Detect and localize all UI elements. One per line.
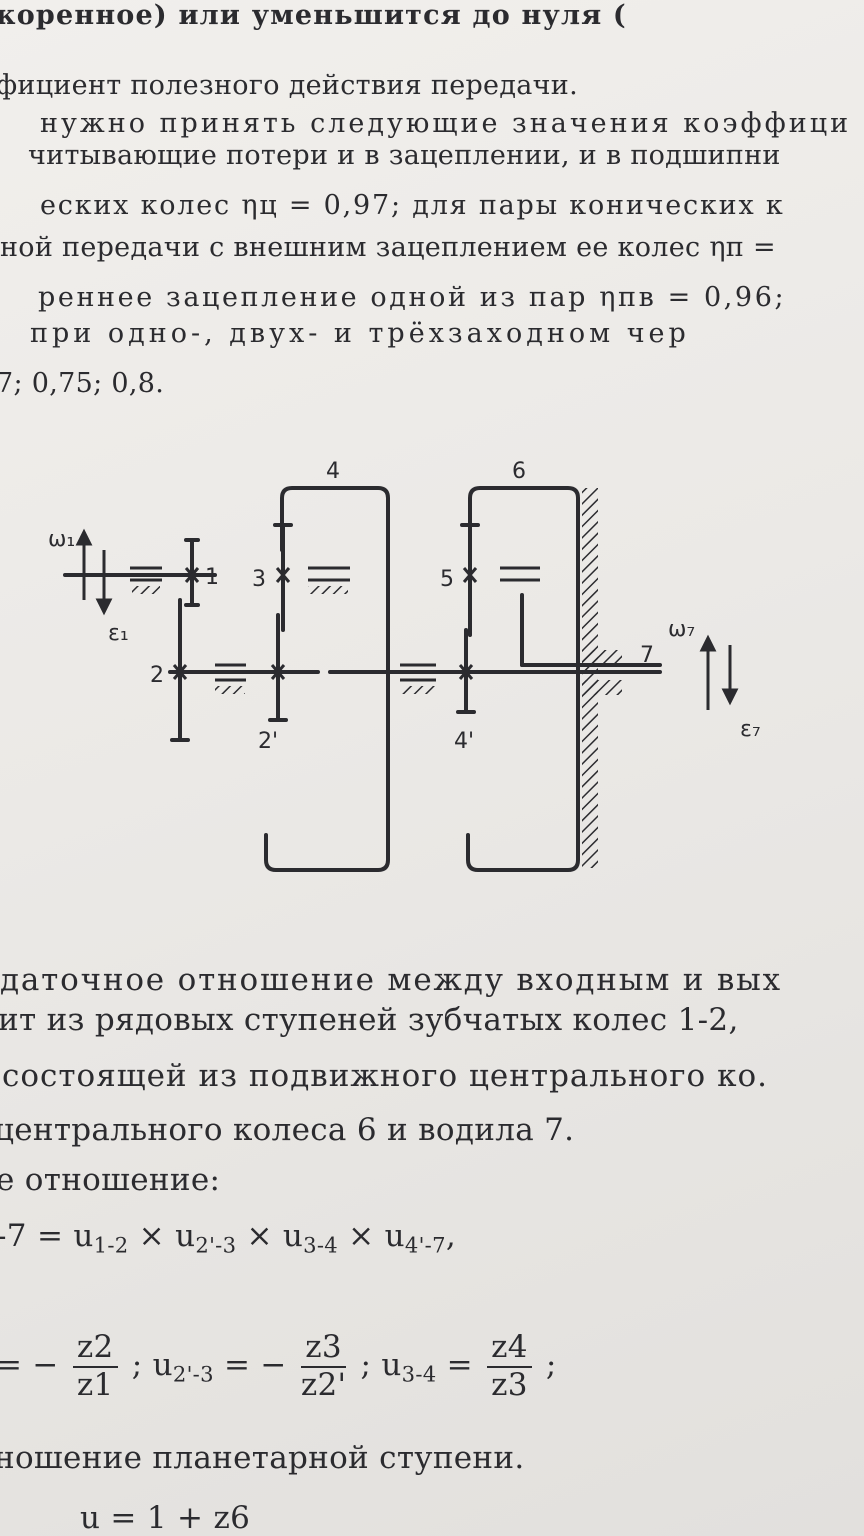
text-line-12: состоящей из подвижного центрального ко. — [2, 1058, 768, 1094]
text-line-1: коренное) или уменьшится до нуля ( — [0, 0, 627, 31]
text-line-6: ной передачи с внешним зацеплением ее ко… — [0, 232, 776, 263]
text-line-7: реннее зацепление одной из пар ηпв = 0,9… — [38, 282, 787, 313]
text-line-9: 7; 0,75; 0,8. — [0, 368, 165, 399]
text-line-5: еских колес ηц = 0,97; для пары коническ… — [40, 190, 785, 221]
label-gear-1: 1 — [205, 565, 219, 590]
label-gear-2-prime: 2' — [258, 729, 278, 754]
label-epsilon-7: ε₇ — [740, 717, 761, 742]
text-line-14: е отношение: — [0, 1162, 221, 1198]
text-line-8: при одно-, двух- и трёхзаходном чер — [30, 318, 690, 349]
text-line-4: читывающие потери и в зацеплении, и в по… — [28, 140, 781, 171]
text-line-3: нужно принять следующие значения коэффиц… — [40, 108, 852, 139]
text-line-13: центрального колеса 6 и водила 7. — [0, 1112, 575, 1148]
text-line-planetary: ношение планетарной ступени. — [0, 1440, 525, 1476]
label-gear-5: 5 — [440, 567, 454, 592]
text-line-2: фициент полезного действия передачи. — [0, 70, 578, 101]
label-gear-4: 4 — [326, 459, 340, 484]
label-omega-7: ω₇ — [668, 617, 695, 642]
ring-gear-6 — [466, 486, 580, 872]
gear-train-diagram: 1 2 2' 3 4 4' 5 6 7 ω₁ ε₁ ω₇ ε₇ — [48, 459, 761, 872]
label-gear-3: 3 — [252, 567, 266, 592]
label-gear-6: 6 — [512, 459, 526, 484]
text-line-10: даточное отношение между входным и вых — [0, 962, 782, 998]
text-line-11: ит из рядовых ступеней зубчатых колес 1-… — [0, 1002, 739, 1038]
label-omega-1: ω₁ — [48, 527, 75, 552]
label-gear-2: 2 — [150, 663, 164, 688]
ring-gear-4 — [264, 486, 390, 872]
formula-total-ratio: -7 = u1-2 × u2'-3 × u3-4 × u4'-7, — [0, 1218, 456, 1258]
formula-planetary-cut: u = 1 + z6 — [80, 1500, 251, 1536]
label-epsilon-1: ε₁ — [108, 621, 129, 646]
label-gear-4-prime: 4' — [454, 729, 474, 754]
fixed-frame-hatch — [582, 488, 598, 868]
label-carrier-7: 7 — [640, 643, 654, 668]
